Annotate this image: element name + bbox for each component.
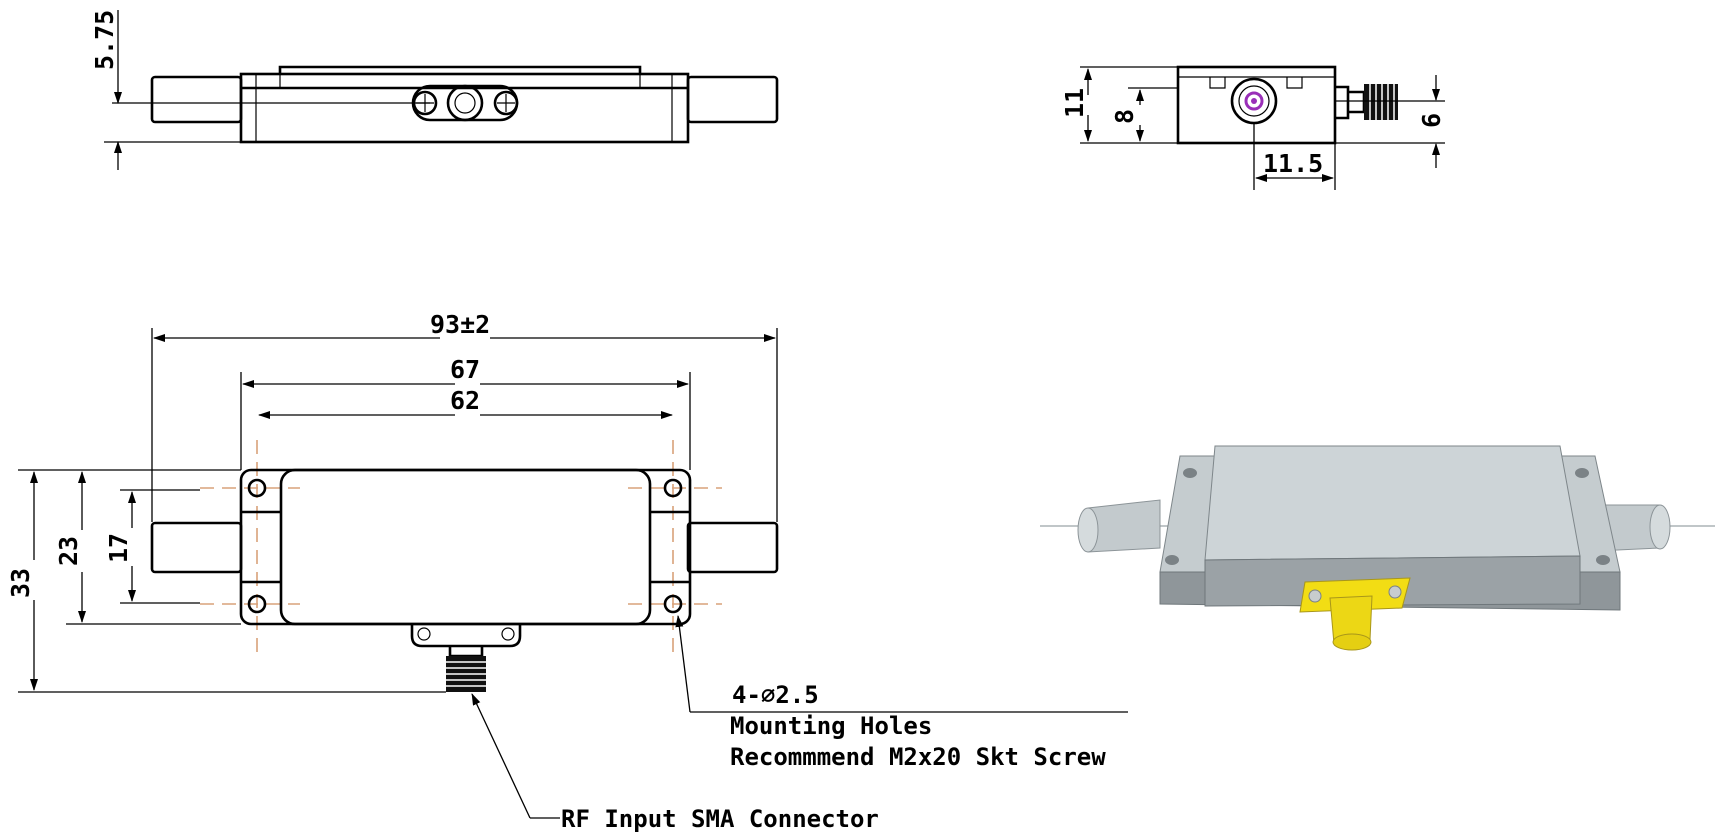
dim-33-label: 33 [6,568,35,598]
render-sma-screw-2 [1388,585,1402,599]
dim-23-label: 23 [54,536,83,566]
connector-leader [471,693,531,819]
holes-label: Mounting Holes [730,712,932,740]
end-body [1176,65,1337,145]
dim-5-75-label: 5.75 [90,10,119,70]
side-lid [278,65,642,74]
dim-11-label: 11 [1060,88,1089,118]
side-steps [255,74,673,142]
right-fiber-pigtail [686,75,779,124]
plan-sma-screw-right [501,627,515,641]
render-hole-4 [1596,555,1610,565]
plan-ear-edges [241,510,690,584]
side-flange [411,84,519,122]
connector-label: RF Input SMA Connector [561,805,879,833]
plan-flange [239,468,692,626]
hole-centerlines-vertical [256,440,674,655]
plan-right-pigtail [686,521,779,574]
width-dim-extensions [18,469,446,693]
dim-67-label: 67 [450,355,480,384]
plan-sma-flange [410,624,522,648]
side-view: 5.75 [90,10,779,170]
end-port-ring [1238,85,1270,117]
mounting-hole-tl [247,478,267,498]
plan-left-pigtail [150,521,243,574]
end-port-center [1251,98,1257,104]
render-hole-3 [1165,555,1179,565]
callouts: 4-∅2.5 Mounting Holes Recommmend M2x20 S… [471,615,1128,833]
dim-6-label: 6 [1417,113,1446,128]
plan-lid [279,468,652,626]
end-dim-extensions [1080,66,1178,144]
side-body [239,72,690,144]
dim-93-label: 93±2 [430,310,490,339]
mounting-hole-tr [663,478,683,498]
end-sma-thread-lines [1369,84,1395,120]
isometric-render [1040,445,1715,651]
dim-6-extensions [1335,100,1445,144]
dim-8-label: 8 [1110,109,1139,124]
side-screw-cross [416,94,515,112]
side-connector-inner [454,92,476,114]
screw-recommendation: Recommmend M2x20 Skt Screw [730,743,1106,771]
dim-11-5-label: 11.5 [1263,149,1323,178]
render-hole-2 [1575,468,1589,478]
end-view: 11 8 6 11.5 [1060,65,1446,190]
end-port-core [1244,91,1264,111]
dim-5-75-extension [104,102,430,143]
end-sma-flange [1335,85,1350,120]
hole-centerlines-horizontal [200,487,722,605]
plan-view: 93±2 67 62 33 [6,310,779,693]
plan-sma-neck [448,646,484,658]
side-screw-right [493,90,519,116]
render-hole-1 [1183,468,1197,478]
dim-62-label: 62 [450,386,480,415]
dim-67-extensions [240,372,691,470]
plan-sma-thread-lines [446,661,486,687]
side-connector-body [446,84,484,122]
end-sma-nut [1348,90,1366,114]
end-sma-thread [1364,84,1398,120]
holes-spec: 4-∅2.5 [732,681,819,709]
render-left-pigtail-end [1077,507,1099,553]
mounting-hole-br [663,594,683,614]
holes-leader [675,615,691,713]
render-sma-flange [1299,577,1411,613]
end-lid-detail [1178,76,1335,89]
left-fiber-pigtail [150,75,243,124]
render-sma-screw-1 [1308,589,1322,603]
dim-17-label: 17 [104,533,133,563]
render-left-pigtail [1087,499,1161,553]
render-lid-top [1204,445,1581,561]
mounting-hole-bl [247,594,267,614]
render-sma-end [1332,633,1372,651]
plan-sma-screw-left [417,627,431,641]
render-right-pigtail-end [1649,504,1671,550]
dim-11-5-extensions [1253,123,1336,190]
